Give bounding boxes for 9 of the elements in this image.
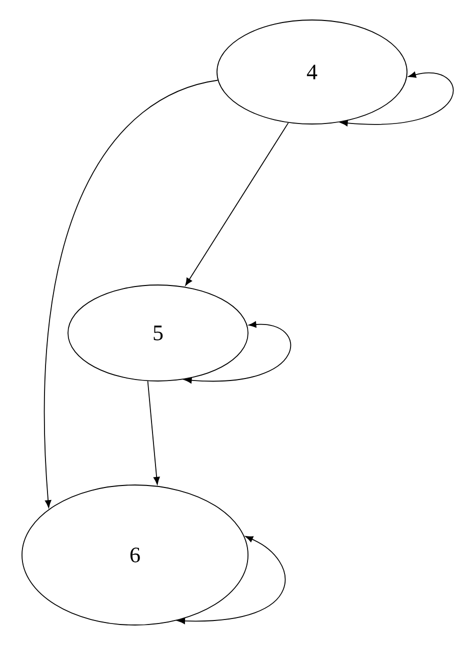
ellipse-node: 5 bbox=[68, 284, 248, 382]
arrow bbox=[185, 122, 289, 286]
self-loop-arrow bbox=[184, 321, 292, 384]
ellipse-node: 6 bbox=[22, 484, 248, 626]
self-loop-arrow bbox=[177, 536, 286, 624]
arrow bbox=[147, 380, 160, 485]
arrow bbox=[44, 80, 218, 508]
ellipse-node: 4 bbox=[216, 20, 408, 124]
self-loop-arrow bbox=[340, 72, 454, 126]
